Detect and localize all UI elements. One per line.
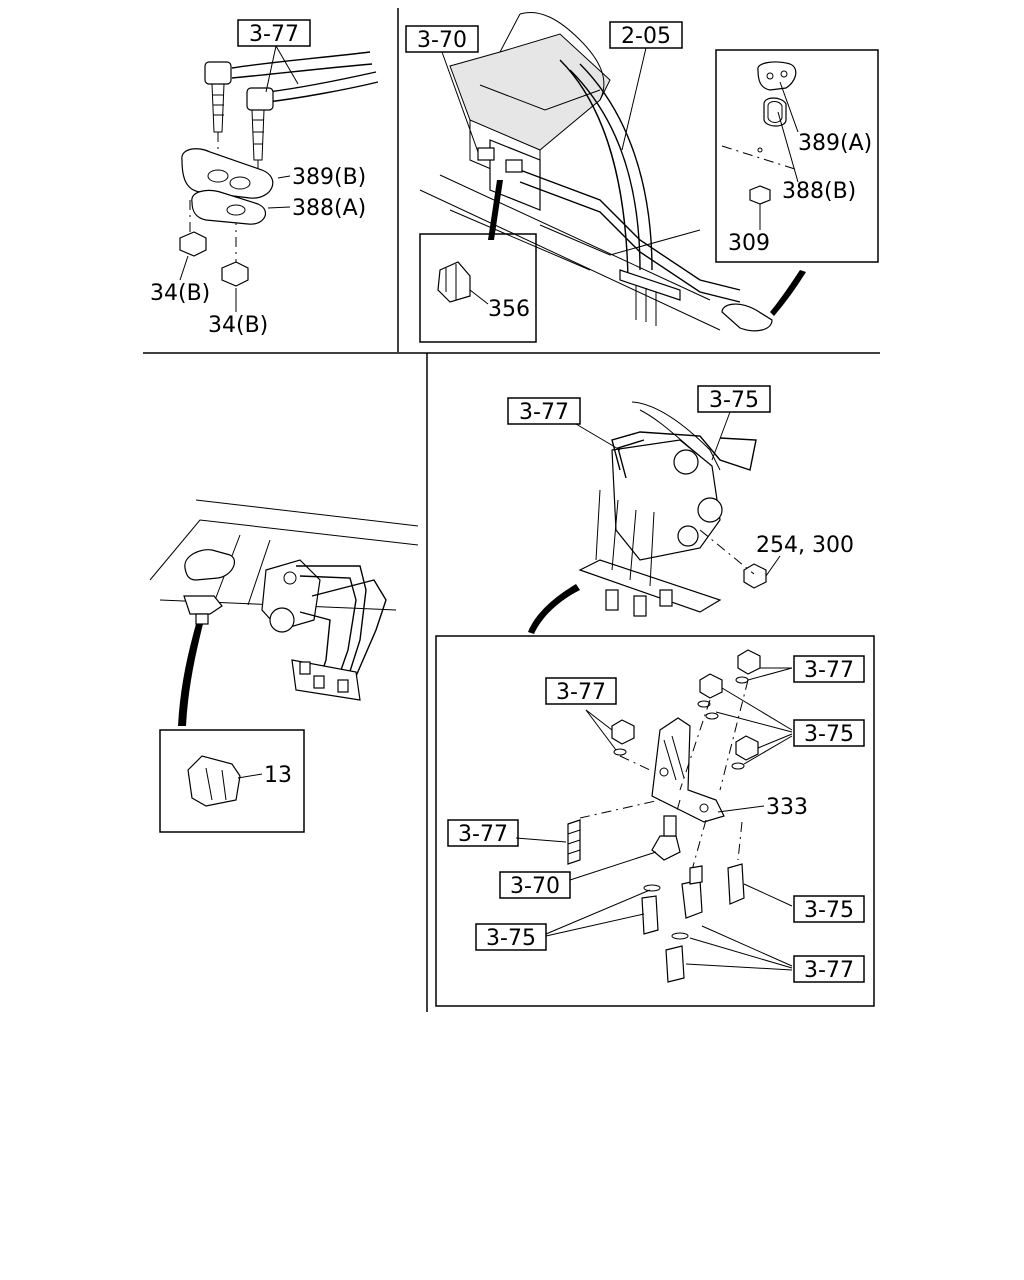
engine-block	[449, 33, 611, 151]
callout-label: 34(B)	[208, 313, 268, 338]
callout-label: 388(A)	[292, 196, 366, 221]
ref-label: 3-77	[804, 658, 854, 683]
injector-fitting-left	[204, 61, 232, 85]
inset-333-frame	[435, 635, 875, 1007]
connector	[641, 895, 659, 935]
ref-label: 3-77	[249, 22, 299, 47]
clip-356	[437, 261, 471, 303]
ref-label: 2-05	[621, 24, 671, 49]
callout-label: 13	[264, 763, 292, 788]
ref-label: 3-75	[804, 722, 854, 747]
callout-label: 389(A)	[798, 131, 872, 156]
nut-34b-right	[221, 261, 249, 287]
ring-388b	[763, 97, 787, 127]
bolt-254-300	[743, 563, 767, 589]
ref-label: 3-70	[417, 28, 467, 53]
ref-label: 3-77	[519, 400, 569, 425]
panel-top-left: 3-77 389(B) 388(A) 34(B) 34(B)	[150, 19, 379, 338]
injector-fitting-right	[246, 87, 274, 111]
tee-connector	[681, 879, 703, 919]
ref-label: 3-75	[804, 898, 854, 923]
ref-label: 3-77	[556, 680, 606, 705]
clip-13	[187, 755, 241, 807]
clamp-plate	[721, 303, 773, 332]
fitting	[505, 159, 523, 173]
inset-356	[419, 233, 537, 343]
gasket-389a	[757, 61, 797, 91]
panel-bottom-left: 13	[149, 499, 419, 833]
callout-label: 389(B)	[292, 165, 366, 190]
callout-label: 333	[766, 795, 808, 820]
ref-label: 3-75	[486, 926, 536, 951]
ref-label: 3-70	[510, 874, 560, 899]
ref-label: 3-77	[458, 822, 508, 847]
panel-bottom-right: 254, 300 3-77 3-75	[507, 385, 854, 634]
connector	[665, 945, 685, 983]
tee-connector-3-70	[651, 835, 681, 861]
nut-309	[749, 185, 771, 205]
callout-label: 356	[488, 297, 530, 322]
callout-label: 309	[728, 231, 770, 256]
inset-exploded-view: 333	[435, 635, 875, 1007]
ref-label: 3-75	[709, 388, 759, 413]
callout-label: 254, 300	[756, 533, 854, 558]
inset-389a	[715, 49, 879, 263]
floor-panel-opening	[184, 549, 235, 581]
fitting	[477, 147, 495, 161]
ref-label: 3-77	[804, 958, 854, 983]
callout-label: 388(B)	[782, 179, 856, 204]
connector	[727, 863, 745, 905]
inset-13	[159, 729, 305, 833]
nut-34b-left	[179, 231, 207, 257]
callout-label: 34(B)	[150, 281, 210, 306]
bracket-333	[651, 717, 725, 823]
panel-top-right: 356 389(A) 388(B) 309 3-70 2-05	[405, 12, 879, 343]
